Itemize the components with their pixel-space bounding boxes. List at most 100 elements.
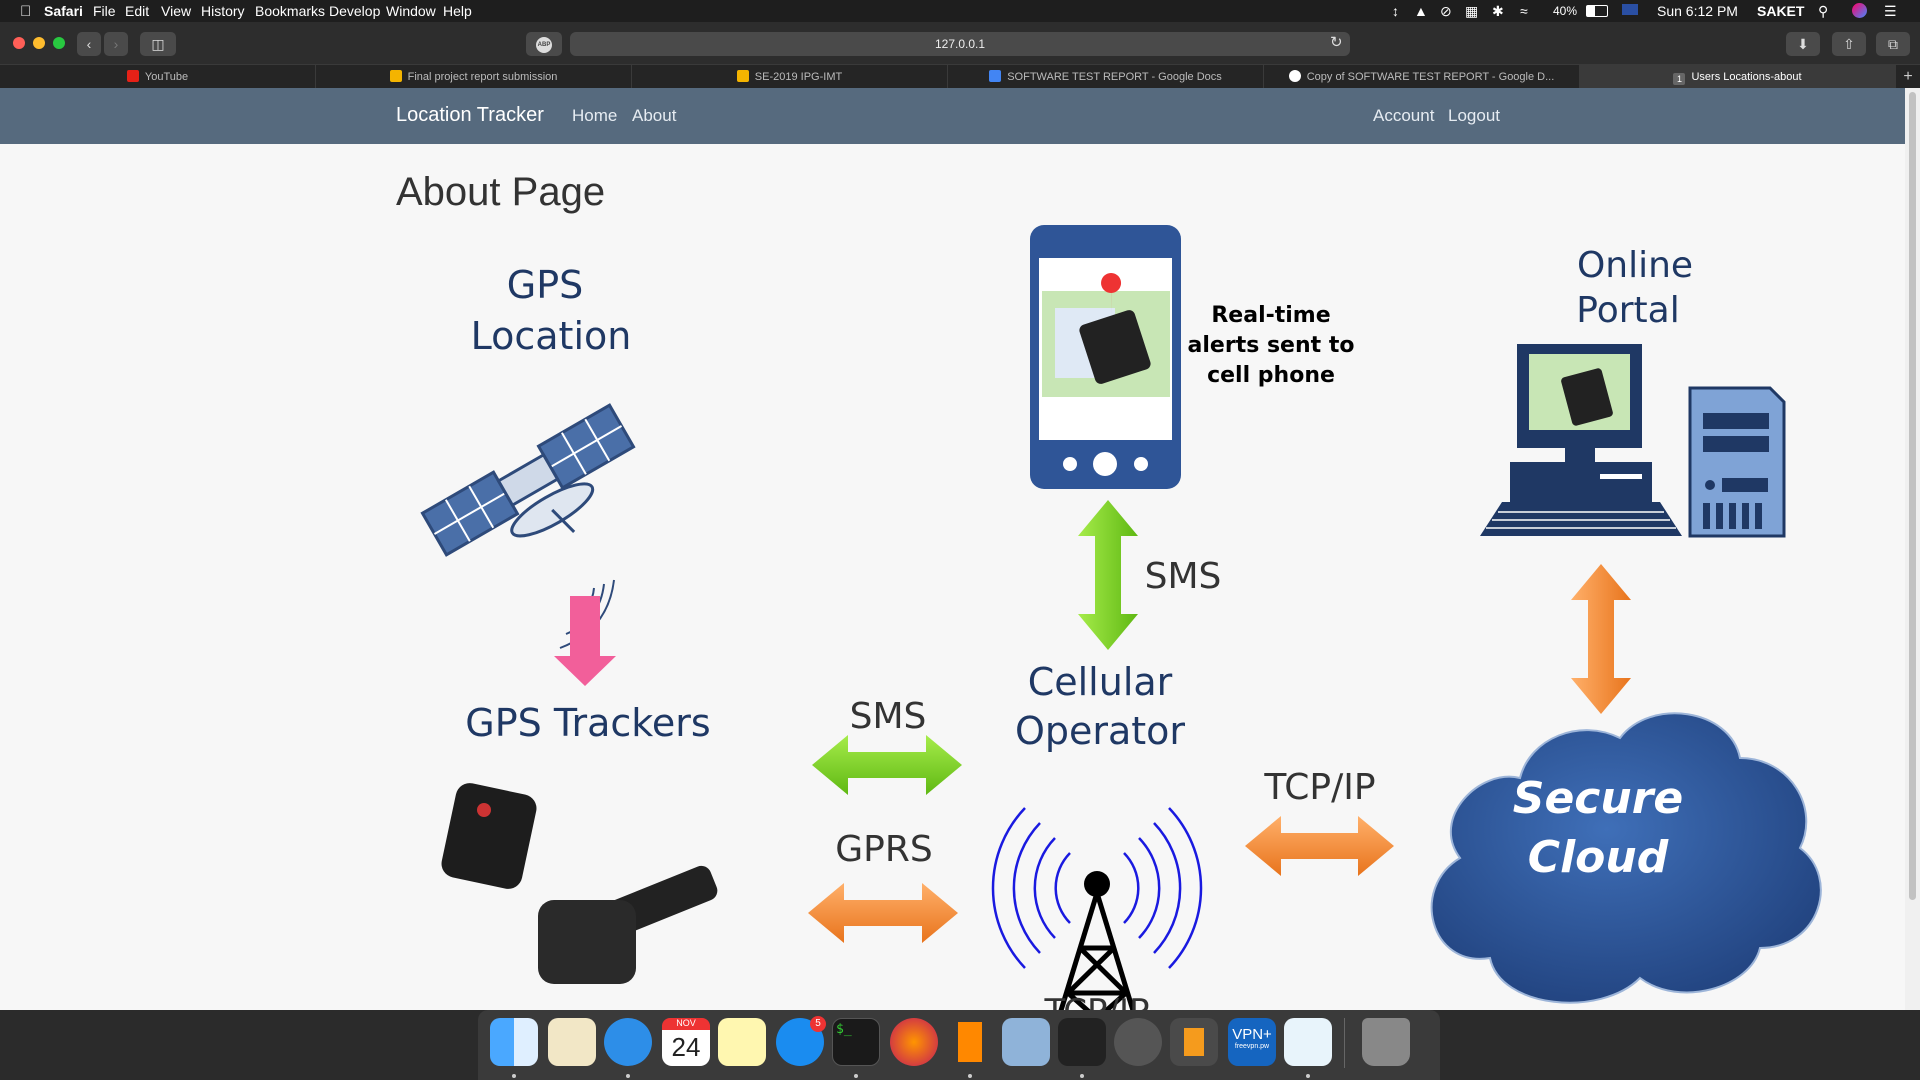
tcpip-bidirectional-arrow [1245,816,1394,876]
calendar-icon[interactable]: NOV 24 [662,1018,710,1066]
calendar-day: 24 [671,1032,701,1062]
control-list-icon[interactable]: ☰ [1884,3,1897,19]
nav-about[interactable]: About [632,106,677,125]
tcpip-cut-label: TCP/IP [1043,992,1149,1010]
google-docs-icon [989,70,1002,82]
vpn-label: VPN+ [1232,1026,1272,1043]
phone-alert-line3: cell phone [1207,363,1335,388]
sidebar-icon: ◫ [151,36,165,52]
audio-icon[interactable] [1058,1018,1106,1066]
nav-account[interactable]: Account [1373,106,1435,125]
nav-logout[interactable]: Logout [1448,106,1500,125]
close-window-button[interactable] [13,37,25,49]
firefox-icon[interactable] [890,1018,938,1066]
tab-final-project[interactable]: Final project report submission [316,65,632,89]
adblock-icon: ABP [536,37,552,54]
menu-window[interactable]: Window [386,3,436,19]
cell-tower-icon [991,807,1203,1010]
safari-icon[interactable] [604,1018,652,1066]
sms-bidirectional-arrow [812,735,962,795]
tab-youtube[interactable]: YouTube [0,65,316,89]
apple-icon[interactable]:  [20,3,31,20]
secure-cloud-icon [1430,712,1822,1004]
scrollbar-thumb[interactable] [1909,92,1916,900]
chevron-left-icon: ‹ [86,36,92,52]
vnc-icon[interactable] [1114,1018,1162,1066]
trackers-label: GPS Trackers [465,701,710,745]
site-navbar: Location Tracker Home About Account Logo… [0,88,1905,144]
appstore-badge: 5 [810,1016,826,1032]
siri-icon[interactable] [1852,3,1867,18]
sms-vertical-label: SMS [1145,556,1222,597]
youtube-icon [126,70,139,82]
cellular-label-line1: Cellular [1028,660,1173,704]
running-indicator [1080,1074,1084,1078]
gprs-label: GPRS [835,829,932,870]
minimize-window-button[interactable] [33,37,45,49]
tab-copy-software-test-report[interactable]: Copy of SOFTWARE TEST REPORT - Google D.… [1264,65,1580,89]
new-tab-button[interactable]: + [1896,65,1920,89]
forward-button[interactable]: › [104,32,128,56]
down-arrow-icon [554,596,616,686]
reload-icon[interactable]: ↻ [1330,34,1343,51]
tab-label: Copy of SOFTWARE TEST REPORT - Google D.… [1306,71,1555,83]
vlc-status-icon[interactable]: ▲ [1414,3,1428,19]
tab-overview-button[interactable]: ⧉ [1876,32,1910,56]
menu-history[interactable]: History [201,3,245,19]
vlc-icon[interactable] [946,1018,994,1066]
menu-file[interactable]: File [93,3,116,19]
downloads-button[interactable]: ⬇ [1786,32,1820,56]
tab-bar: YouTube Final project report submission … [0,64,1920,89]
trash-icon[interactable] [1362,1018,1410,1066]
menu-develop[interactable]: Develop [329,3,381,19]
notes-icon[interactable] [718,1018,766,1066]
phone-alert-line2: alerts sent to [1188,333,1355,358]
nav-home[interactable]: Home [572,106,618,125]
adblock-button[interactable]: ABP [526,32,562,56]
menu-edit[interactable]: Edit [125,3,150,19]
sublime-icon[interactable] [1170,1018,1218,1066]
preview-icon[interactable] [1002,1018,1050,1066]
status-arrows-icon[interactable]: ↕ [1392,3,1399,19]
menu-help[interactable]: Help [443,3,472,19]
wifi-icon[interactable]: ≈ [1520,3,1528,19]
spotlight-icon[interactable]: ⚲ [1818,3,1829,19]
battery-percent: 40% [1553,4,1578,18]
finder-icon[interactable] [490,1018,538,1066]
vpn-icon[interactable]: VPN+ freevpn.pw [1228,1018,1276,1066]
web-page: Location Tracker Home About Account Logo… [0,88,1905,1010]
tab-label: SOFTWARE TEST REPORT - Google Docs [1007,71,1222,83]
terminal-icon[interactable]: $_ [832,1018,880,1066]
textedit-icon[interactable] [548,1018,596,1066]
battery-icon[interactable] [1586,5,1608,17]
cellular-label-line2: Operator [1015,709,1185,753]
back-button[interactable]: ‹ [77,32,101,56]
tabs-icon: ⧉ [1888,36,1898,52]
user-name[interactable]: SAKET [1757,3,1805,19]
tab-se-2019[interactable]: SE-2019 IPG-IMT [632,65,948,89]
input-source-flag-icon[interactable] [1622,4,1638,15]
cloud-label-line1: Secure [1513,773,1683,824]
classroom-icon [389,70,402,82]
menu-app-name[interactable]: Safari [44,3,83,19]
clock[interactable]: Sun 6:12 PM [1657,3,1738,19]
sms-horizontal-label: SMS [850,696,927,737]
vpn-sublabel: freevpn.pw [1234,1043,1270,1050]
system-diagram: GPS Location GPS Trackers [420,225,1822,1010]
chevron-right-icon: › [113,36,119,52]
brand-link[interactable]: Location Tracker [396,104,544,126]
dnd-icon[interactable]: ⊘ [1440,3,1452,19]
menu-bookmarks[interactable]: Bookmarks [255,3,326,19]
menu-view[interactable]: View [161,3,192,19]
portal-label-line1: Online [1577,245,1693,286]
sidebar-button[interactable]: ◫ [140,32,176,56]
zoom-window-button[interactable] [53,37,65,49]
address-bar[interactable]: 127.0.0.1 [570,32,1350,56]
share-button[interactable]: ⇧ [1832,32,1866,56]
migration-icon[interactable] [1284,1018,1332,1066]
airplay-icon[interactable]: ▦ [1465,3,1479,19]
tab-software-test-report[interactable]: SOFTWARE TEST REPORT - Google Docs [948,65,1264,89]
url-text: 127.0.0.1 [934,37,986,51]
bluetooth-icon[interactable]: ✱ [1492,3,1504,19]
